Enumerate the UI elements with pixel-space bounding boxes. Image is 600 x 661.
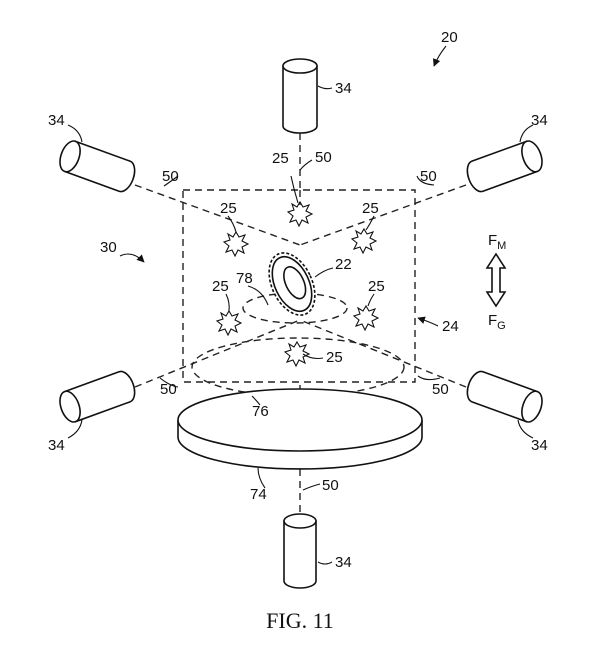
emitter-upper-left [56, 138, 138, 194]
emitter-lower-right [464, 369, 546, 425]
label-emitter-lower-right: 34 [531, 437, 548, 454]
emitter-bottom [284, 514, 316, 588]
label-beam-upper-right: 50 [420, 168, 437, 185]
droplet-mid-left [217, 311, 241, 335]
gear [260, 246, 324, 323]
label-upper-zone: 78 [236, 270, 253, 287]
droplet-top [288, 202, 312, 226]
label-emitter-upper-right: 34 [531, 112, 548, 129]
label-droplet-mid-left: 25 [212, 278, 229, 295]
label-lower-zone: 76 [252, 403, 269, 420]
label-emitter-top: 34 [335, 80, 352, 97]
label-beam-bottom: 50 [322, 477, 339, 494]
label-droplet-top: 25 [272, 150, 289, 167]
label-droplet-bottom: 25 [326, 349, 343, 366]
label-plate: 74 [250, 486, 267, 503]
label-force-magnetic: FM [488, 232, 506, 252]
figure-caption: FIG. 11 [266, 608, 334, 633]
system-arrow [434, 46, 446, 66]
label-beam-upper-left: 50 [162, 168, 179, 185]
force-double-arrow-icon [487, 254, 505, 306]
label-force-gravity: FG [488, 312, 506, 332]
emitter-upper-right [464, 138, 546, 194]
emitter-top [283, 59, 317, 133]
label-droplet-upper-left: 25 [220, 200, 237, 217]
droplet-upper-right [352, 229, 376, 253]
beam-lower-left [135, 320, 300, 387]
droplet-bottom [285, 342, 309, 366]
label-droplet-upper-right: 25 [362, 200, 379, 217]
label-region: 24 [442, 318, 459, 335]
label-droplet-mid-right: 25 [368, 278, 385, 295]
emitter-lower-left [56, 369, 138, 425]
droplet-upper-left [224, 232, 248, 256]
assembly-arrow [120, 254, 144, 262]
label-emitter-upper-left: 34 [48, 112, 65, 129]
label-beam-top: 50 [315, 149, 332, 166]
plate [178, 389, 422, 469]
label-gear: 22 [335, 256, 352, 273]
lower-zone-ellipse [192, 338, 404, 396]
label-beam-lower-left: 50 [160, 381, 177, 398]
label-assembly: 30 [100, 239, 117, 256]
beam-upper-right [300, 185, 466, 245]
beam-upper-left [135, 185, 300, 245]
label-system: 20 [441, 29, 458, 46]
label-beam-lower-right: 50 [432, 381, 449, 398]
label-emitter-bottom: 34 [335, 554, 352, 571]
droplet-mid-right [354, 306, 378, 330]
label-emitter-lower-left: 34 [48, 437, 65, 454]
region-arrow [418, 318, 438, 326]
